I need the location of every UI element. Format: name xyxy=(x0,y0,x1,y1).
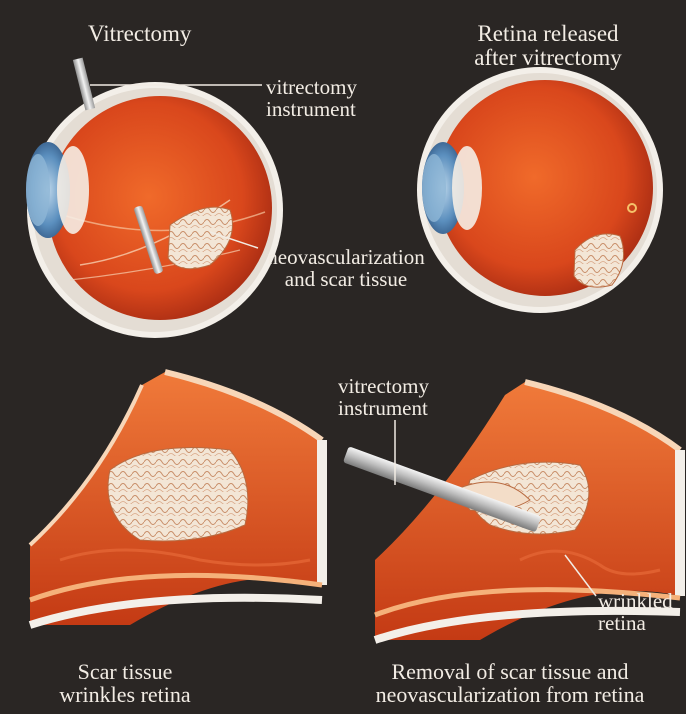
label-instrument-top-line2: instrument xyxy=(266,98,357,120)
title-retina-released-line1: Retina released xyxy=(448,22,648,46)
title-retina-released: Retina released after vitrectomy xyxy=(448,22,648,70)
label-neovascularization: neovascularization and scar tissue xyxy=(246,246,446,290)
label-vitrectomy-instrument-top: vitrectomy instrument xyxy=(266,76,357,120)
label-neovascularization-line2: and scar tissue xyxy=(246,268,446,290)
label-neovascularization-line1: neovascularization xyxy=(246,246,446,268)
label-instrument-bottom-line1: vitrectomy xyxy=(338,375,429,397)
caption-scar-tissue-line1: Scar tissue xyxy=(20,660,230,683)
eye-right xyxy=(417,67,663,313)
label-wrinkled-line1: wrinkled xyxy=(598,590,673,612)
caption-scar-tissue: Scar tissue wrinkles retina xyxy=(20,660,230,706)
label-vitrectomy-instrument-bottom: vitrectomy instrument xyxy=(338,375,429,419)
eye-left xyxy=(26,58,283,338)
caption-removal-line1: Removal of scar tissue and xyxy=(350,660,670,683)
title-retina-released-line2: after vitrectomy xyxy=(448,46,648,70)
label-instrument-bottom-line2: instrument xyxy=(338,397,429,419)
retina-section-left xyxy=(30,372,322,625)
caption-scar-tissue-line2: wrinkles retina xyxy=(20,683,230,706)
label-wrinkled-line2: retina xyxy=(598,612,673,634)
title-vitrectomy: Vitrectomy xyxy=(88,22,191,46)
label-wrinkled-retina: wrinkled retina xyxy=(598,590,673,634)
caption-removal: Removal of scar tissue and neovasculariz… xyxy=(350,660,670,706)
caption-removal-line2: neovascularization from retina xyxy=(350,683,670,706)
label-instrument-top-line1: vitrectomy xyxy=(266,76,357,98)
